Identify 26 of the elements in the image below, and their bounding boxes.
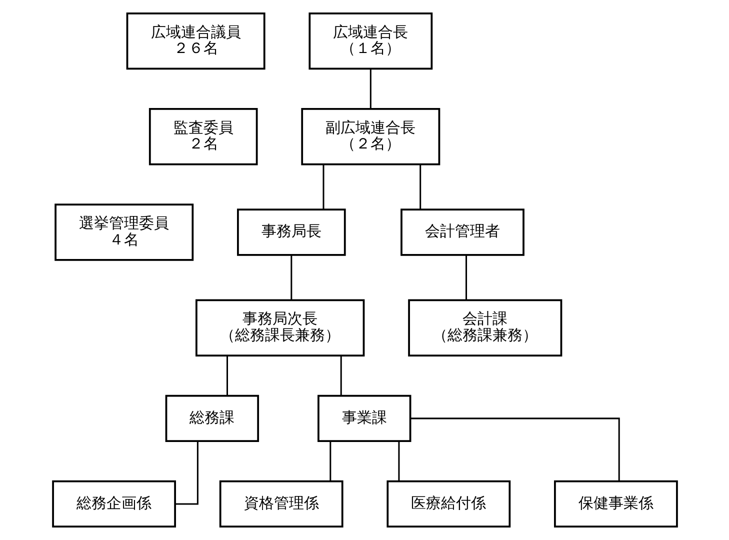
connector	[419, 164, 421, 210]
connector	[398, 441, 400, 481]
connector	[410, 418, 620, 482]
node-box: 広域連合長 （１名）	[308, 12, 432, 70]
node-box: 広域連合議員 ２６名	[126, 12, 265, 70]
node-box: 会計管理者	[400, 208, 524, 256]
node-box: 選挙管理委員 ４名	[54, 204, 194, 261]
node-box: 会計課 （総務課兼務）	[408, 299, 562, 356]
node-box: 総務課	[164, 394, 259, 442]
node-box: 事務局長	[236, 208, 346, 256]
connector	[369, 69, 371, 109]
node-box: 医療給付係	[386, 480, 510, 528]
node-box: 事業課	[317, 394, 411, 442]
node-box: 事務局次長 （総務課長兼務）	[195, 299, 364, 356]
connector	[174, 441, 198, 505]
connector	[329, 441, 331, 481]
connector	[226, 356, 228, 396]
node-box: 監査委員 ２名	[148, 108, 258, 166]
node-box: 資格管理係	[218, 480, 343, 528]
node-box: 総務企画係	[52, 480, 176, 528]
connector	[290, 254, 292, 300]
node-box: 保健事業係	[554, 480, 678, 528]
connector	[322, 164, 324, 210]
connector	[340, 356, 342, 396]
connector	[465, 254, 467, 300]
node-box: 副広域連合長 （２名）	[300, 108, 440, 166]
